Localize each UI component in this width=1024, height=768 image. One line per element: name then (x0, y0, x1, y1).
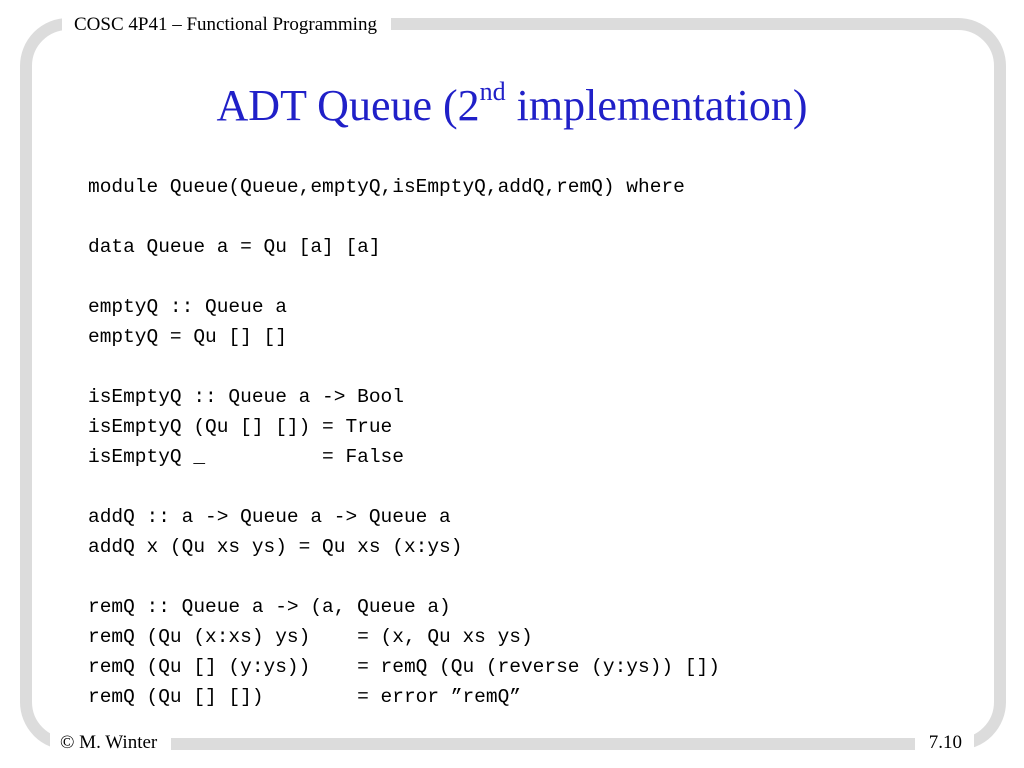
course-header: COSC 4P41 – Functional Programming (62, 10, 391, 40)
code-line (88, 202, 720, 232)
code-line: data Queue a = Qu [a] [a] (88, 236, 381, 258)
code-line: remQ :: Queue a -> (a, Queue a) (88, 596, 451, 618)
code-line: remQ (Qu [] []) = error ”remQ” (88, 686, 521, 708)
code-line (88, 472, 720, 502)
code-line: remQ (Qu [] (y:ys)) = remQ (Qu (reverse … (88, 656, 720, 678)
code-line: addQ :: a -> Queue a -> Queue a (88, 506, 451, 528)
footer-page-number: 7.10 (914, 728, 974, 758)
code-line: module Queue(Queue,emptyQ,isEmptyQ,addQ,… (88, 176, 685, 198)
code-line: addQ x (Qu xs ys) = Qu xs (x:ys) (88, 536, 463, 558)
code-line: emptyQ :: Queue a (88, 296, 287, 318)
code-block: module Queue(Queue,emptyQ,isEmptyQ,addQ,… (88, 172, 720, 712)
code-line (88, 562, 720, 592)
title-text-before: ADT Queue (2 (216, 81, 480, 130)
code-line: isEmptyQ :: Queue a -> Bool (88, 386, 404, 408)
code-line: isEmptyQ (Qu [] []) = True (88, 416, 393, 438)
code-line: emptyQ = Qu [] [] (88, 326, 287, 348)
code-line (88, 352, 720, 382)
title-text-after: implementation) (505, 81, 808, 130)
code-line: isEmptyQ _ = False (88, 446, 404, 468)
code-line: remQ (Qu (x:xs) ys) = (x, Qu xs ys) (88, 626, 533, 648)
footer-author: © M. Winter (50, 728, 172, 758)
code-line (88, 262, 720, 292)
slide-title: ADT Queue (2nd implementation) (0, 76, 1024, 136)
title-superscript: nd (479, 77, 506, 107)
